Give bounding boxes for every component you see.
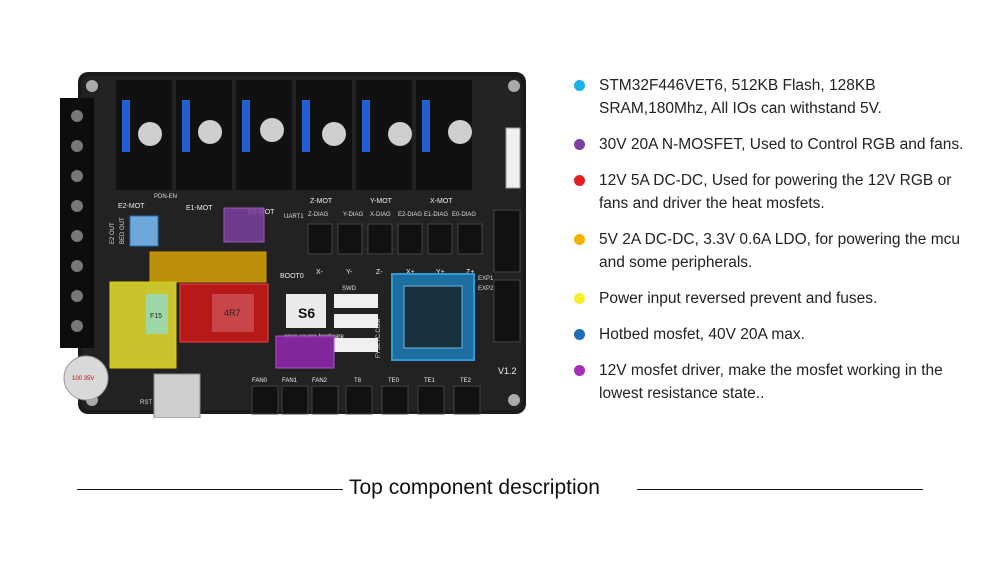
- component-legend: STM32F446VET6, 512KB Flash, 128KB SRAM,1…: [574, 74, 984, 418]
- mounting-hole: [508, 80, 520, 92]
- brand-mark: S6: [298, 305, 315, 321]
- motor-label: Z-MOT: [310, 198, 333, 205]
- motor-label: E1-MOT: [186, 205, 213, 212]
- axis-label: Z+: [466, 269, 474, 276]
- legend-item-mcu: STM32F446VET6, 512KB Flash, 128KB SRAM,1…: [574, 74, 984, 120]
- diag-label: Y-DIAG: [343, 212, 363, 218]
- exp-label: EXP2: [478, 286, 494, 292]
- legend-item-power-input: Power input reversed prevent and fuses.: [574, 287, 984, 310]
- diag-label: E0-DIAG: [452, 212, 476, 218]
- pdn-en-label: PDN-EN: [154, 194, 177, 200]
- version-label: V1.2: [498, 366, 517, 376]
- diag-label: E2-DIAG: [398, 212, 422, 218]
- legend-item-dcdc-5v: 5V 2A DC-DC, 3.3V 0.6A LDO, for powering…: [574, 228, 984, 274]
- temp-label: TE1: [424, 378, 436, 384]
- boot-label: BOOT0: [280, 273, 304, 280]
- motor-label: Y-MOT: [370, 198, 393, 205]
- legend-bullet-icon: [574, 80, 585, 91]
- legend-bullet-icon: [574, 175, 585, 186]
- legend-text: 12V mosfet driver, make the mosfet worki…: [599, 362, 943, 402]
- caption-divider-right: [637, 489, 923, 490]
- fuse-label: F15: [150, 313, 162, 320]
- temp-label: T8: [354, 378, 362, 384]
- motor-label: E2-MOT: [118, 203, 145, 210]
- legend-bullet-icon: [574, 234, 585, 245]
- motor-label: X-MOT: [430, 198, 453, 205]
- power-capacitor: [63, 355, 109, 401]
- legend-text: 5V 2A DC-DC, 3.3V 0.6A LDO, for powering…: [599, 231, 960, 271]
- swd-label: SWD: [342, 286, 357, 292]
- hotbed-mosfet-highlight: [129, 215, 159, 247]
- legend-text: STM32F446VET6, 512KB Flash, 128KB SRAM,1…: [599, 77, 882, 117]
- inductor-label: 4R7: [224, 308, 241, 318]
- caption-row: Top component description: [77, 476, 923, 504]
- fan-label: FAN0: [252, 378, 268, 384]
- exp-label: EXP1: [478, 276, 494, 282]
- temp-label: TE2: [460, 378, 472, 384]
- mounting-hole: [508, 394, 520, 406]
- stepper-driver-slots: [116, 80, 472, 190]
- legend-bullet-icon: [574, 293, 585, 304]
- rst-label: RST: [140, 400, 152, 406]
- legend-bullet-icon: [574, 365, 585, 376]
- diag-label: Z-DIAG: [308, 212, 329, 218]
- legend-item-dcdc-12v: 12V 5A DC-DC, Used for powering the 12V …: [574, 169, 984, 215]
- fan-temp-connectors: [251, 385, 481, 415]
- mosfet-30v-highlight: [223, 207, 265, 243]
- bed-out-label: BED OUT: [120, 217, 126, 244]
- axis-label: Y+: [436, 269, 445, 276]
- exp-headers: [493, 209, 521, 343]
- legend-bullet-icon: [574, 329, 585, 340]
- mounting-hole: [86, 80, 98, 92]
- legend-text: Power input reversed prevent and fuses.: [599, 290, 878, 307]
- dcdc-5v-highlight: [149, 251, 267, 283]
- caption-divider-left: [77, 489, 343, 490]
- temp-label: TE0: [388, 378, 400, 384]
- axis-label: X-: [316, 269, 324, 276]
- legend-text: 30V 20A N-MOSFET, Used to Control RGB an…: [599, 136, 964, 153]
- caption-title: Top component description: [349, 476, 600, 499]
- mosfet-driver-highlight: [275, 335, 335, 369]
- axis-label: X+: [406, 269, 415, 276]
- legend-bullet-icon: [574, 139, 585, 150]
- endstop-connectors: [307, 223, 483, 255]
- usb-connector: [153, 373, 201, 418]
- controller-board-illustration: E2-MOT E1-MOT E0-MOT Z-MOT Y-MOT X-MOT Z…: [60, 72, 526, 418]
- uart-label: UART1: [284, 214, 304, 220]
- legend-text: 12V 5A DC-DC, Used for powering the 12V …: [599, 172, 952, 212]
- e2-out-label: E2 OUT: [110, 222, 116, 244]
- screw-terminal-block: [60, 98, 94, 348]
- legend-item-mosfet-driver: 12V mosfet driver, make the mosfet worki…: [574, 359, 984, 405]
- diag-label: E1-DIAG: [424, 212, 448, 218]
- diag-label: X-DIAG: [370, 212, 391, 218]
- capacitor-label: 100 35V: [72, 376, 94, 382]
- axis-label: Y-: [346, 269, 353, 276]
- side-connector: [505, 127, 521, 189]
- legend-item-hotbed-mosfet: Hotbed mosfet, 40V 20A max.: [574, 323, 984, 346]
- legend-text: Hotbed mosfet, 40V 20A max.: [599, 326, 805, 343]
- fan-label: FAN1: [282, 378, 298, 384]
- legend-item-mosfet: 30V 20A N-MOSFET, Used to Control RGB an…: [574, 133, 984, 156]
- fan-label: FAN2: [312, 378, 328, 384]
- brand-logo: [286, 294, 326, 328]
- site-label: FYSETC.COM: [376, 319, 382, 358]
- axis-label: Z-: [376, 269, 383, 276]
- swd-pin-header: [334, 294, 378, 352]
